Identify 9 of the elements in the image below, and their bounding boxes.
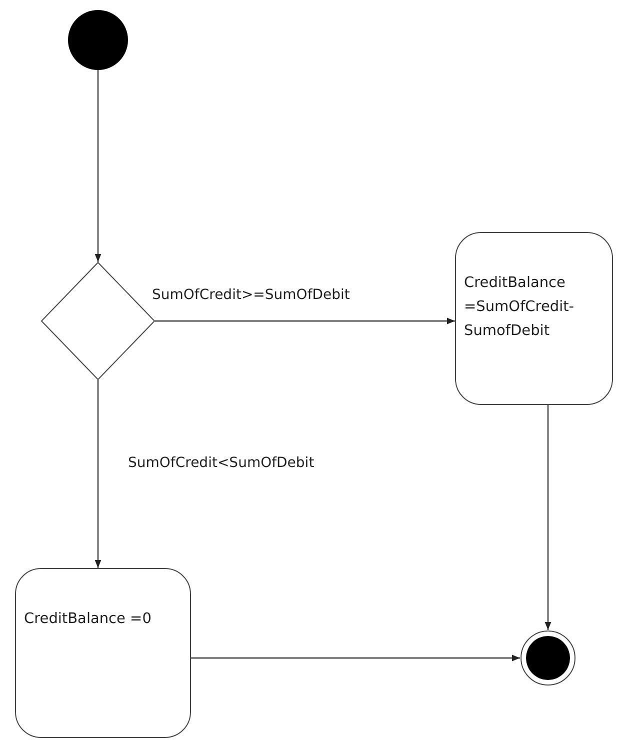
state-box <box>455 232 613 405</box>
arrow <box>544 405 552 630</box>
arrow <box>94 70 102 262</box>
arrow <box>191 654 520 662</box>
state-text: CreditBalance =0 <box>24 610 152 629</box>
state-text: CreditBalance =SumOfCredit- SumofDebit <box>464 274 576 341</box>
arrow <box>94 380 102 568</box>
state-box <box>15 568 191 738</box>
arrow <box>155 318 455 324</box>
